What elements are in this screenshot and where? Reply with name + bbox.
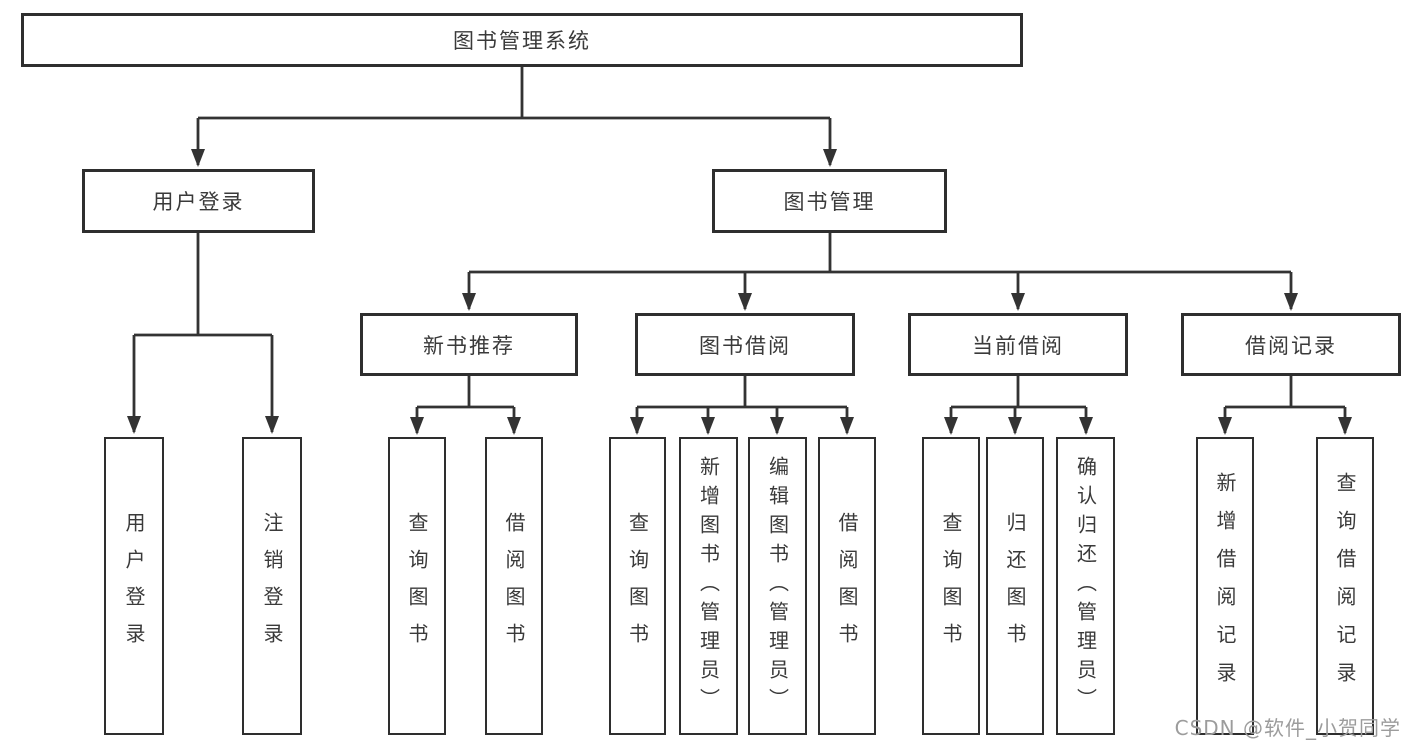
leaf-records-add-borrow-record-label: 新增借阅记录 <box>1213 472 1237 700</box>
csdn-watermark: CSDN @软件_小贺同学 <box>1174 716 1401 740</box>
node-current-borrowing-label: 当前借阅 <box>972 333 1064 358</box>
leaf-current-return-books-label: 归还图书 <box>1003 512 1027 660</box>
leaf-user-login: 用户登录 <box>104 437 164 735</box>
node-borrow-records: 借阅记录 <box>1181 313 1401 376</box>
leaf-current-confirm-return-admin-label: 确认归还（管理员） <box>1073 455 1098 717</box>
leaf-rec-borrow-books: 借阅图书 <box>485 437 543 735</box>
leaf-records-query-borrow-record-label: 查询借阅记录 <box>1333 472 1357 700</box>
leaf-borrow-add-books-admin: 新增图书（管理员） <box>679 437 738 735</box>
node-new-book-recommend: 新书推荐 <box>360 313 578 376</box>
node-library-system-label: 图书管理系统 <box>453 29 591 53</box>
leaf-borrow-borrow-books-label: 借阅图书 <box>835 512 859 660</box>
leaf-logout: 注销登录 <box>242 437 302 735</box>
node-user-login: 用户登录 <box>82 169 315 233</box>
leaf-borrow-query-books: 查询图书 <box>609 437 666 735</box>
node-book-management: 图书管理 <box>712 169 947 233</box>
leaf-rec-borrow-books-label: 借阅图书 <box>502 512 526 660</box>
leaf-borrow-query-books-label: 查询图书 <box>625 512 650 660</box>
leaf-borrow-edit-books-admin-label: 编辑图书（管理员） <box>765 455 790 717</box>
node-book-borrowing: 图书借阅 <box>635 313 855 376</box>
leaf-records-query-borrow-record: 查询借阅记录 <box>1316 437 1374 735</box>
leaf-user-login-label: 用户登录 <box>122 512 146 660</box>
leaf-current-return-books: 归还图书 <box>986 437 1044 735</box>
leaf-borrow-add-books-admin-label: 新增图书（管理员） <box>696 455 721 717</box>
leaf-rec-query-books: 查询图书 <box>388 437 446 735</box>
leaf-current-query-books: 查询图书 <box>922 437 980 735</box>
node-library-system: 图书管理系统 <box>21 13 1023 67</box>
leaf-borrow-edit-books-admin: 编辑图书（管理员） <box>748 437 807 735</box>
leaf-logout-label: 注销登录 <box>260 512 284 660</box>
leaf-records-add-borrow-record: 新增借阅记录 <box>1196 437 1254 735</box>
leaf-borrow-borrow-books: 借阅图书 <box>818 437 876 735</box>
node-new-book-recommend-label: 新书推荐 <box>423 333 515 358</box>
node-book-management-label: 图书管理 <box>783 190 876 214</box>
node-user-login-label: 用户登录 <box>152 190 245 214</box>
node-current-borrowing: 当前借阅 <box>908 313 1128 376</box>
node-book-borrowing-label: 图书借阅 <box>699 333 791 358</box>
node-borrow-records-label: 借阅记录 <box>1245 333 1337 358</box>
leaf-current-confirm-return-admin: 确认归还（管理员） <box>1056 437 1115 735</box>
leaf-rec-query-books-label: 查询图书 <box>405 512 429 660</box>
leaf-current-query-books-label: 查询图书 <box>939 512 963 660</box>
